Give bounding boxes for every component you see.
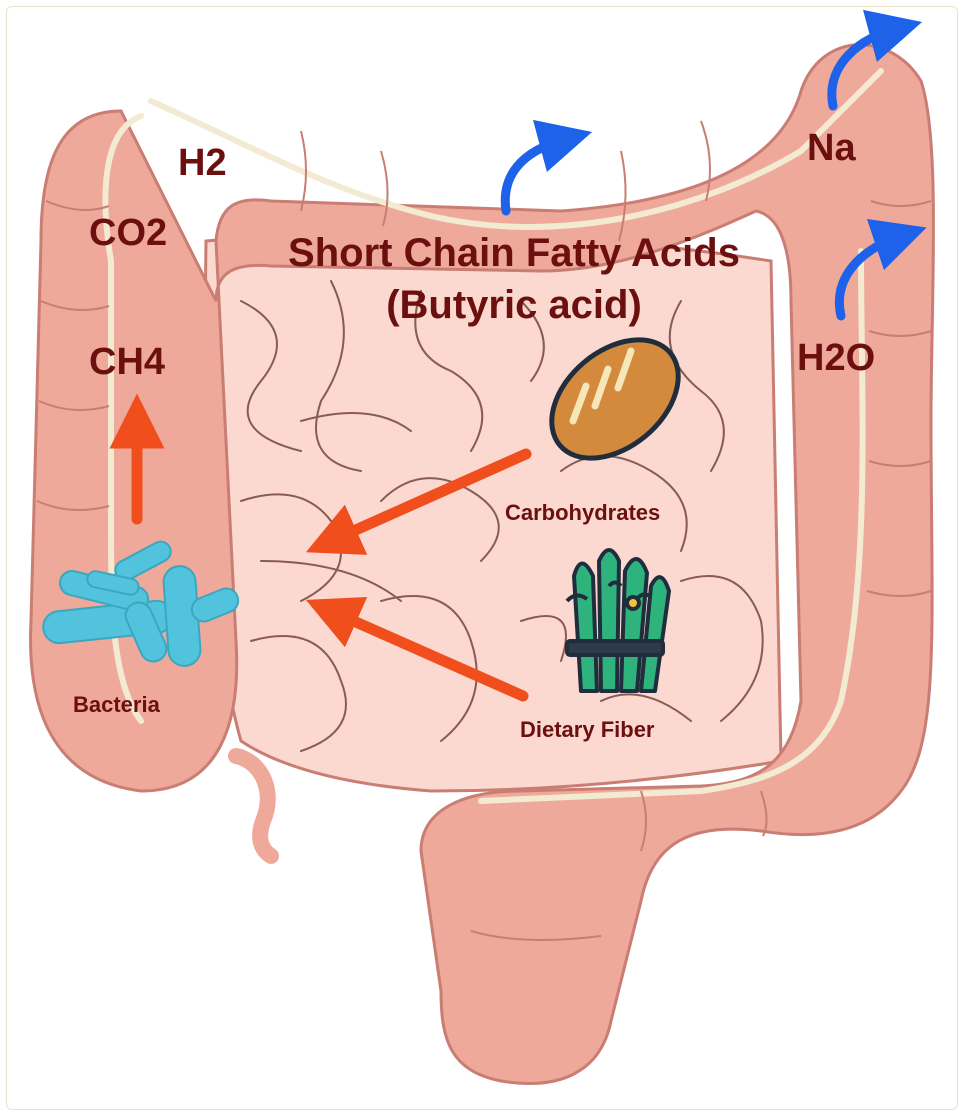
label-na: Na bbox=[807, 127, 856, 170]
label-ch4: CH4 bbox=[89, 341, 165, 384]
label-bacteria: Bacteria bbox=[73, 692, 160, 718]
label-h2: H2 bbox=[178, 142, 227, 185]
figure-frame: H2 CO2 CH4 Short Chain Fatty Acids (Buty… bbox=[6, 6, 958, 1110]
label-dietary-fiber: Dietary Fiber bbox=[520, 717, 655, 743]
absorption-arrow-scfa bbox=[505, 139, 566, 211]
label-scfa-line1: Short Chain Fatty Acids bbox=[234, 227, 794, 279]
label-h2o: H2O bbox=[797, 337, 875, 380]
label-carbohydrates: Carbohydrates bbox=[505, 500, 660, 526]
colon-illustration bbox=[7, 7, 957, 1109]
label-co2: CO2 bbox=[89, 212, 167, 255]
label-scfa-line2: (Butyric acid) bbox=[234, 279, 794, 331]
label-scfa: Short Chain Fatty Acids (Butyric acid) bbox=[234, 227, 794, 331]
